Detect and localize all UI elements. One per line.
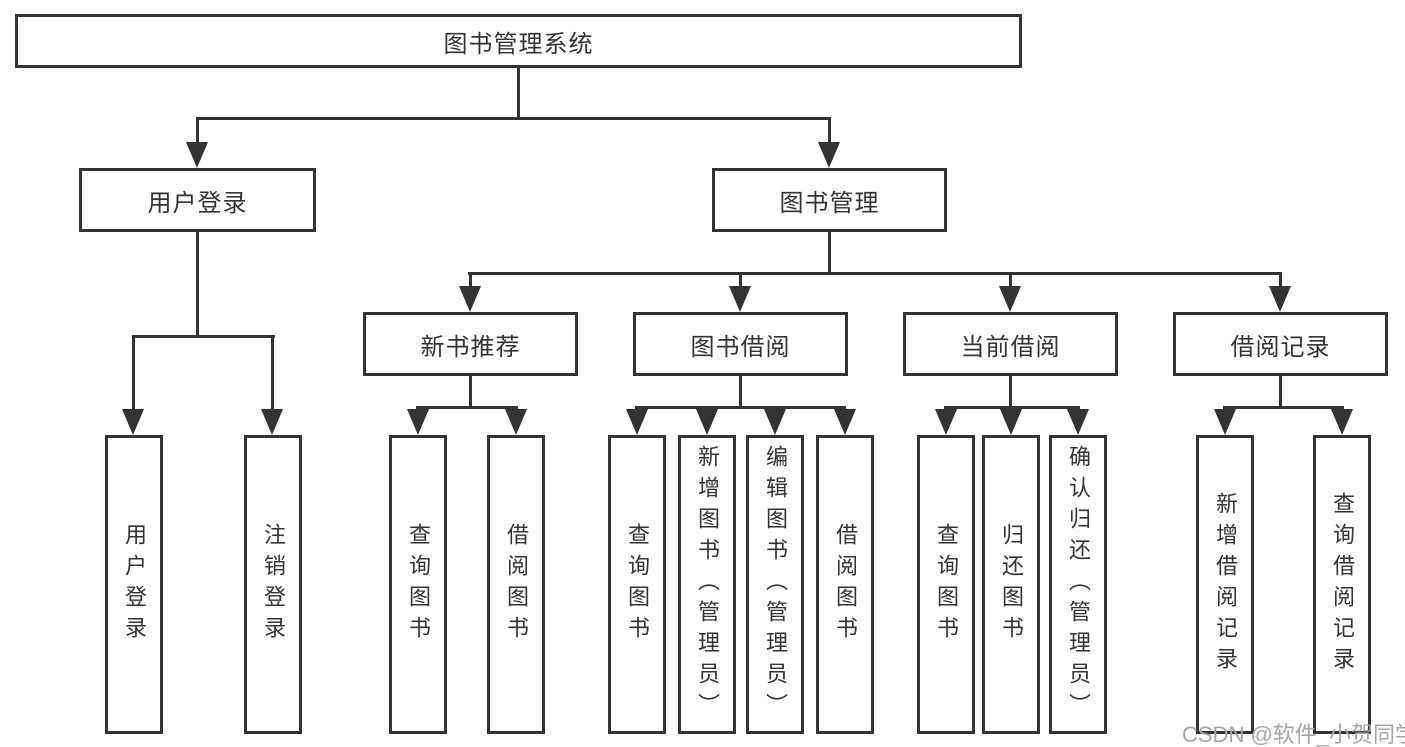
connector-drop-user-login (196, 117, 199, 145)
leaf-borrow-query-label: 查询图书 (625, 522, 650, 647)
arrowhead-current-borrow-leaf3 (1067, 409, 1089, 435)
connector-drop-new-books (469, 272, 472, 288)
arrowhead-book-borrow (729, 286, 751, 312)
leaf-borrow-borrow-label: 借阅图书 (833, 522, 858, 647)
connector-book-borrow-hline (635, 406, 846, 409)
watermark: CSDN @软件_小贺同学 (1182, 722, 1405, 747)
connector-level3-hline (468, 272, 1282, 275)
connector-drop-current-borrow (1009, 272, 1012, 288)
connector-book-mgmt-stub (828, 232, 831, 275)
arrowhead-borrow-records-leaf2 (1331, 409, 1353, 435)
node-current-borrow-label: 当前借阅 (960, 333, 1061, 361)
connector-user-login-hline (132, 335, 275, 338)
arrowhead-login-leaf2 (261, 409, 283, 435)
node-user-login-label: 用户登录 (147, 189, 248, 217)
arrowhead-current-borrow-leaf2 (1000, 409, 1022, 435)
leaf-current-query-label: 查询图书 (934, 522, 959, 647)
leaf-records-query: 查询借阅记录 (1313, 435, 1371, 734)
leaf-borrow-query: 查询图书 (608, 435, 666, 734)
leaf-borrow-add-label: 新增图书（管理员） (695, 445, 720, 724)
leaf-records-add-label: 新增借阅记录 (1213, 491, 1238, 678)
arrowhead-borrow-records (1269, 286, 1291, 312)
leaf-current-return-label: 归还图书 (999, 522, 1024, 647)
node-borrow-records-label: 借阅记录 (1230, 333, 1331, 361)
arrowhead-login-leaf1 (122, 409, 144, 435)
connector-user-login-stub (196, 232, 199, 338)
leaf-user-login-label: 用户登录 (122, 522, 147, 647)
arrowhead-borrow-records-leaf1 (1214, 409, 1236, 435)
leaf-current-confirm-label: 确认归还（管理员） (1066, 445, 1091, 724)
arrowhead-book-borrow-leaf1 (626, 409, 648, 435)
connector-drop-login-leaf2 (271, 335, 274, 411)
node-root: 图书管理系统 (15, 14, 1022, 68)
leaf-newbooks-query: 查询图书 (389, 435, 447, 734)
arrowhead-book-mgmt (818, 142, 840, 168)
leaf-records-add: 新增借阅记录 (1196, 435, 1254, 734)
leaf-borrow-edit: 编辑图书（管理员） (746, 435, 804, 734)
node-current-borrow: 当前借阅 (903, 312, 1118, 376)
leaf-newbooks-borrow: 借阅图书 (487, 435, 545, 734)
connector-book-borrow-stub (739, 376, 742, 409)
leaf-newbooks-borrow-label: 借阅图书 (504, 522, 529, 647)
connector-current-borrow-stub (1009, 376, 1012, 409)
node-user-login: 用户登录 (79, 168, 316, 232)
leaf-newbooks-query-label: 查询图书 (406, 522, 431, 647)
connector-new-books-stub (469, 376, 472, 409)
leaf-current-query: 查询图书 (917, 435, 975, 734)
leaf-user-login: 用户登录 (105, 435, 163, 734)
leaf-current-return: 归还图书 (982, 435, 1040, 734)
connector-drop-login-leaf1 (132, 335, 135, 411)
node-borrow-records: 借阅记录 (1173, 312, 1388, 376)
node-book-borrow-label: 图书借阅 (690, 333, 791, 361)
node-book-mgmt: 图书管理 (712, 168, 947, 232)
connector-root-stub (517, 68, 520, 119)
arrowhead-new-books-leaf1 (407, 409, 429, 435)
leaf-borrow-borrow: 借阅图书 (816, 435, 874, 734)
arrowhead-new-books-leaf2 (505, 409, 527, 435)
node-book-mgmt-label: 图书管理 (779, 189, 880, 217)
arrowhead-book-borrow-leaf4 (834, 409, 856, 435)
leaf-records-query-label: 查询借阅记录 (1330, 491, 1355, 678)
node-book-borrow: 图书借阅 (633, 312, 848, 376)
connector-drop-book-mgmt (828, 117, 831, 145)
leaf-current-confirm: 确认归还（管理员） (1049, 435, 1107, 734)
connector-borrow-records-stub (1279, 376, 1282, 409)
node-new-books-label: 新书推荐 (420, 333, 521, 361)
leaf-borrow-add: 新增图书（管理员） (678, 435, 736, 734)
leaf-borrow-edit-label: 编辑图书（管理员） (763, 445, 788, 724)
leaf-logout-label: 注销登录 (261, 522, 286, 647)
connector-borrow-records-hline (1223, 406, 1344, 409)
leaf-logout: 注销登录 (244, 435, 302, 734)
connector-level2-hline (196, 117, 831, 120)
arrowhead-new-books (459, 286, 481, 312)
arrowhead-user-login (186, 142, 208, 168)
arrowhead-current-borrow (999, 286, 1021, 312)
connector-drop-book-borrow (739, 272, 742, 288)
arrowhead-book-borrow-leaf3 (764, 409, 786, 435)
connector-current-borrow-hline (944, 406, 1080, 409)
node-root-label: 图书管理系统 (443, 30, 594, 58)
connector-new-books-hline (416, 406, 518, 409)
node-new-books: 新书推荐 (363, 312, 578, 376)
arrowhead-current-borrow-leaf1 (935, 409, 957, 435)
arrowhead-book-borrow-leaf2 (696, 409, 718, 435)
connector-drop-borrow-records (1279, 272, 1282, 288)
